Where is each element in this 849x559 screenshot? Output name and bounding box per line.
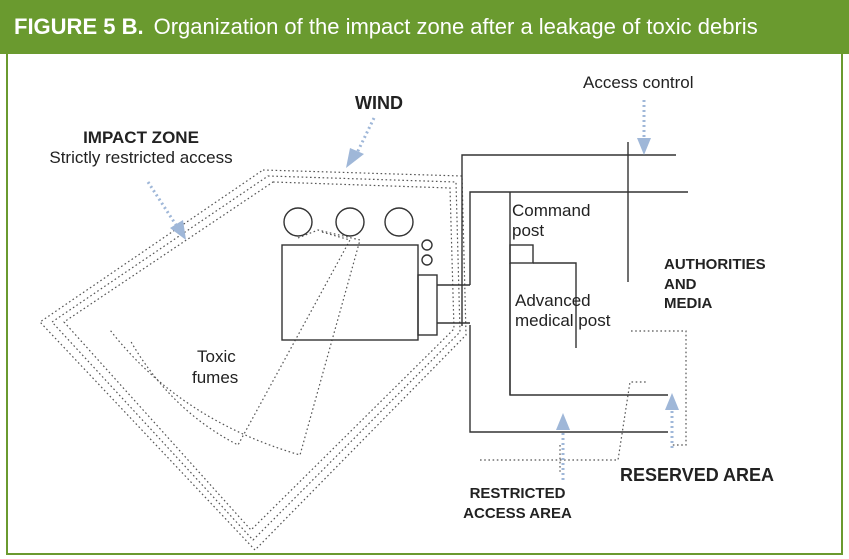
medical-post-outline (533, 262, 577, 348)
facility-building (281, 244, 419, 341)
command-post-label-line2: post (512, 221, 545, 240)
authorities-label-line1: AUTHORITIES (664, 256, 766, 273)
impact-zone-boundary-outer (39, 169, 467, 551)
figure-header: FIGURE 5 B. Organization of the impact z… (0, 0, 849, 54)
tank-1 (283, 207, 313, 237)
medical-post-label-line2: medical post (515, 311, 611, 330)
figure-label: FIGURE 5 B. (14, 14, 144, 39)
toxic-fumes-label-line2: fumes (192, 368, 239, 387)
command-post-box (509, 244, 534, 264)
facility-annex (417, 274, 438, 336)
restricted-access-arrow (556, 413, 570, 480)
tank-small-2 (421, 254, 433, 266)
access-control-label: Access control (583, 73, 694, 92)
toxic-fumes-plume-outer (109, 229, 361, 456)
impact-zone-sublabel: Strictly restricted access (49, 148, 233, 167)
restricted-access-label-line1: RESTRICTED (469, 485, 566, 502)
restricted-access-label-line2: ACCESS AREA (463, 505, 572, 522)
medical-post-label-line1: Advanced (515, 291, 591, 310)
tank-2 (335, 207, 365, 237)
reserved-area-label: RESERVED AREA (620, 465, 775, 485)
perimeter-segment-upper (469, 191, 688, 285)
middle-perimeter-line (469, 325, 668, 433)
impact-zone-boundary-inner (63, 181, 455, 531)
impact-zone-boundary-middle (51, 175, 461, 541)
command-post-label-line1: Command (512, 201, 591, 220)
authorities-label-line2: AND (664, 276, 697, 293)
reserved-area-arrow (665, 393, 679, 448)
reserved-area-boundary (631, 330, 687, 446)
tank-3 (384, 207, 414, 237)
impact-zone-arrow (146, 181, 186, 240)
tank-small-1 (421, 239, 433, 251)
wind-label: WIND (355, 93, 403, 113)
impact-zone-label: IMPACT ZONE (83, 128, 199, 147)
toxic-fumes-plume-inner (129, 231, 351, 446)
access-control-arrow (637, 100, 651, 155)
wind-arrow (346, 117, 376, 168)
outer-perimeter-line (461, 154, 676, 326)
figure-title: Organization of the impact zone after a … (153, 14, 758, 39)
restricted-area-boundary (480, 381, 648, 461)
toxic-fumes-label-line1: Toxic (197, 347, 236, 366)
authorities-label-line3: MEDIA (664, 295, 713, 312)
diagram-panel (6, 54, 843, 555)
